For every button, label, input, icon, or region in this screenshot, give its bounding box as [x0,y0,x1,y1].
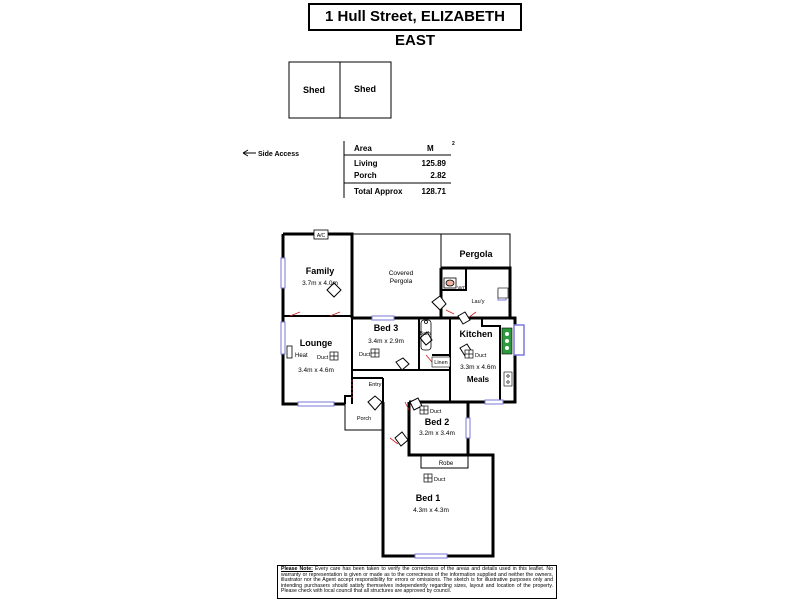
room-family: Family 3.7m x 4.0m [302,266,338,287]
kitchen-duct: Duct [475,353,487,359]
room-bed2: Duct Bed 2 3.2m x 3.4m [419,409,455,437]
ac-unit: A/C [313,229,329,240]
disclaimer-text: Every care has been taken to verify the … [281,566,553,595]
kitchen-name: Kitchen [459,329,492,339]
meals-name: Meals [467,375,490,384]
property-title: 1 Hull Street, ELIZABETH EAST [308,3,522,49]
room-bed3: Bed 3 3.4m x 2.9m Duct [359,323,404,358]
wc-label: WC [457,286,466,292]
lounge-heat: Heat [295,353,308,359]
area-total-value: 128.71 [422,187,447,196]
bed3-duct: Duct [359,352,371,358]
laundry-tub-icon [497,287,509,299]
linen-label: Linen [434,360,447,366]
bed1-size: 4.3m x 4.3m [413,507,449,514]
bath-fixture [420,319,432,351]
linen-cupboard: Linen [431,356,451,368]
shed-right-label: Shed [354,84,376,94]
pergola-label: Pergola [459,249,493,259]
area-row-living-label: Living [354,159,378,168]
side-access-label: Side Access [258,151,299,158]
family-name: Family [306,266,335,276]
interior-walls [283,268,501,469]
area-total-label: Total Approx [354,187,403,196]
duct-grilles [329,348,474,483]
stove-icon [501,327,513,355]
robe-label: Robe [439,461,454,467]
bath-label: Bath [419,331,430,337]
sink-icon [503,371,513,387]
lounge-size: 3.4m x 4.6m [298,367,334,374]
entry-label: Entry [369,382,382,388]
area-header-label: Area [354,144,372,153]
disclaimer-label: Please Note: [281,566,313,572]
room-lounge: Lounge Heat Duct 3.4m x 4.6m [295,338,334,374]
side-access-indicator: Side Access [242,149,299,158]
bed2-name: Bed 2 [425,417,450,427]
covered-pergola-line1: Covered [389,270,414,277]
area-row-porch-value: 2.82 [430,171,446,180]
area-header-sup: 2 [452,141,455,147]
family-size: 3.7m x 4.0m [302,280,338,287]
area-header-unit: M [427,144,434,153]
room-kitchen: Kitchen Duct 3.3m x 4.6m Meals [459,329,495,384]
heater-icon [286,345,293,359]
laundry-label: Lau'y [472,299,485,305]
bed1-duct: Duct [434,477,446,483]
area-row-porch-label: Porch [354,171,377,180]
shed-left-label: Shed [303,85,325,95]
room-bed1: Duct Bed 1 4.3m x 4.3m [413,477,449,514]
bed3-name: Bed 3 [374,323,399,333]
disclaimer-note: Please Note: Every care has been taken t… [277,565,557,599]
covered-pergola-line2: Pergola [390,278,413,285]
porch-label: Porch [357,416,371,422]
windows [280,257,525,559]
area-table: Area M 2 Living 125.89 Porch 2.82 Total … [343,141,455,198]
bed3-size: 3.4m x 2.9m [368,338,404,345]
kitchen-size: 3.3m x 4.6m [460,364,496,371]
lounge-duct: Duct [317,355,329,361]
area-row-living-value: 125.89 [422,159,447,168]
room-covered-pergola: Covered Pergola [389,270,414,285]
shed-left: Shed [288,61,341,119]
bed1-name: Bed 1 [416,493,441,503]
ac-label: A/C [317,233,326,239]
lounge-name: Lounge [300,338,333,348]
shed-right: Shed [339,61,392,119]
wc-fixture [443,277,457,289]
bed2-size: 3.2m x 3.4m [419,430,455,437]
bed2-duct: Duct [430,409,442,415]
door-swings [289,309,477,445]
